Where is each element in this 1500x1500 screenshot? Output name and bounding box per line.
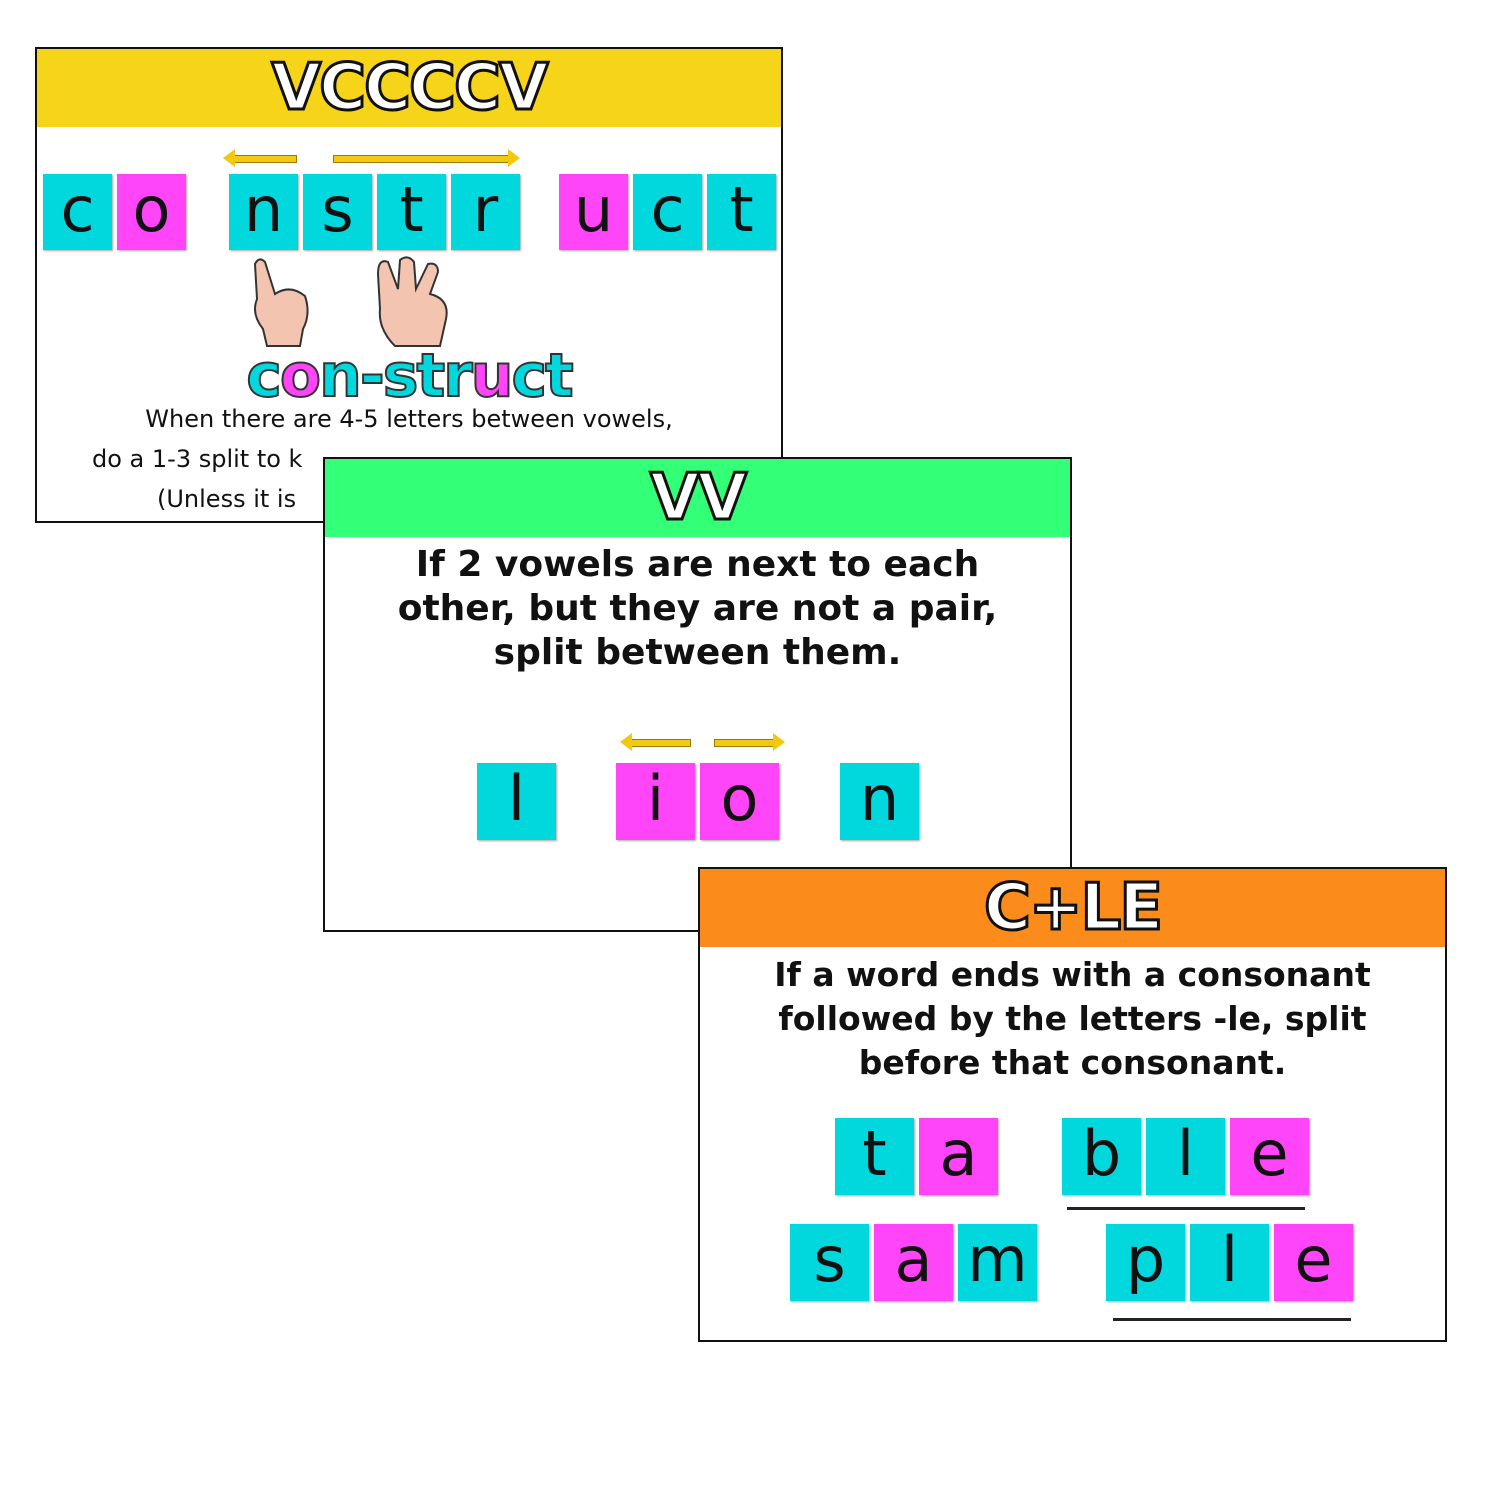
letter-tile: e xyxy=(1274,1223,1353,1301)
slide-vv: VV If 2 vowels are next to each other, b… xyxy=(323,457,1072,932)
underline xyxy=(1067,1207,1305,1210)
split-letter: r xyxy=(442,340,474,412)
rule-line: before that consonant. xyxy=(858,1043,1287,1082)
letter-tile: r xyxy=(451,173,520,250)
letter-tile: l xyxy=(477,762,556,840)
hand-one-finger-icon xyxy=(253,258,309,347)
underline xyxy=(1113,1318,1351,1321)
slide-header: VCCCCV xyxy=(37,49,781,127)
letter-tile: s xyxy=(303,173,372,250)
letter-tile: l xyxy=(1146,1117,1225,1195)
letter-tile: i xyxy=(616,762,695,840)
letter-tile: o xyxy=(117,173,186,250)
split-letter: s xyxy=(382,340,420,412)
letter-tile: c xyxy=(633,173,702,250)
hand-three-fingers-icon xyxy=(376,256,448,347)
letter-tile: n xyxy=(840,762,919,840)
rule-line: If 2 vowels are next to each xyxy=(415,544,980,585)
letter-tile: t xyxy=(835,1117,914,1195)
slide-title: VV xyxy=(648,460,748,537)
arrow-left-icon xyxy=(223,149,297,167)
letter-tile: l xyxy=(1190,1223,1269,1301)
slide-header: VV xyxy=(325,459,1070,537)
letter-tile: t xyxy=(377,173,446,250)
letter-tile: o xyxy=(700,762,779,840)
letter-tile: b xyxy=(1062,1117,1141,1195)
letter-tile: c xyxy=(43,173,112,250)
letter-tile: a xyxy=(919,1117,998,1195)
split-letter: c xyxy=(510,340,548,412)
split-letter: - xyxy=(359,340,386,412)
letter-tile: a xyxy=(874,1223,953,1301)
rule-line: If a word ends with a consonant xyxy=(774,955,1371,994)
arrow-right-icon xyxy=(714,733,785,751)
split-letter: t xyxy=(544,340,575,412)
split-letter: o xyxy=(279,340,322,412)
split-letter: t xyxy=(415,340,446,412)
letter-tile: m xyxy=(958,1223,1037,1301)
arrow-left-icon xyxy=(620,733,691,751)
letter-tile: p xyxy=(1106,1223,1185,1301)
slide-cle: C+LE If a word ends with a consonant fol… xyxy=(698,867,1447,1342)
description-line: When there are 4-5 letters between vowel… xyxy=(145,405,673,433)
letter-tile: e xyxy=(1230,1117,1309,1195)
split-letter: n xyxy=(318,340,363,412)
split-letter: c xyxy=(245,340,283,412)
slide-vccccv: VCCCCV c o n s t r u c t con-struct When… xyxy=(35,47,783,523)
description-line: do a 1-3 split to k xyxy=(92,445,303,473)
split-letter: u xyxy=(470,340,515,412)
rule-line: other, but they are not a pair, xyxy=(397,588,998,629)
description-line: (Unless it is xyxy=(157,485,297,513)
letter-tile: s xyxy=(790,1223,869,1301)
letter-tile: u xyxy=(559,173,628,250)
letter-tile: t xyxy=(707,173,776,250)
arrow-right-icon xyxy=(333,149,520,167)
split-word: con-struct xyxy=(37,340,781,412)
slide-header: C+LE xyxy=(700,869,1445,947)
rule-line: split between them. xyxy=(493,632,902,673)
slide-title: VCCCCV xyxy=(270,50,550,127)
rule-line: followed by the letters -le, split xyxy=(778,999,1367,1038)
letter-tile: n xyxy=(229,173,298,250)
slide-title: C+LE xyxy=(982,870,1164,947)
